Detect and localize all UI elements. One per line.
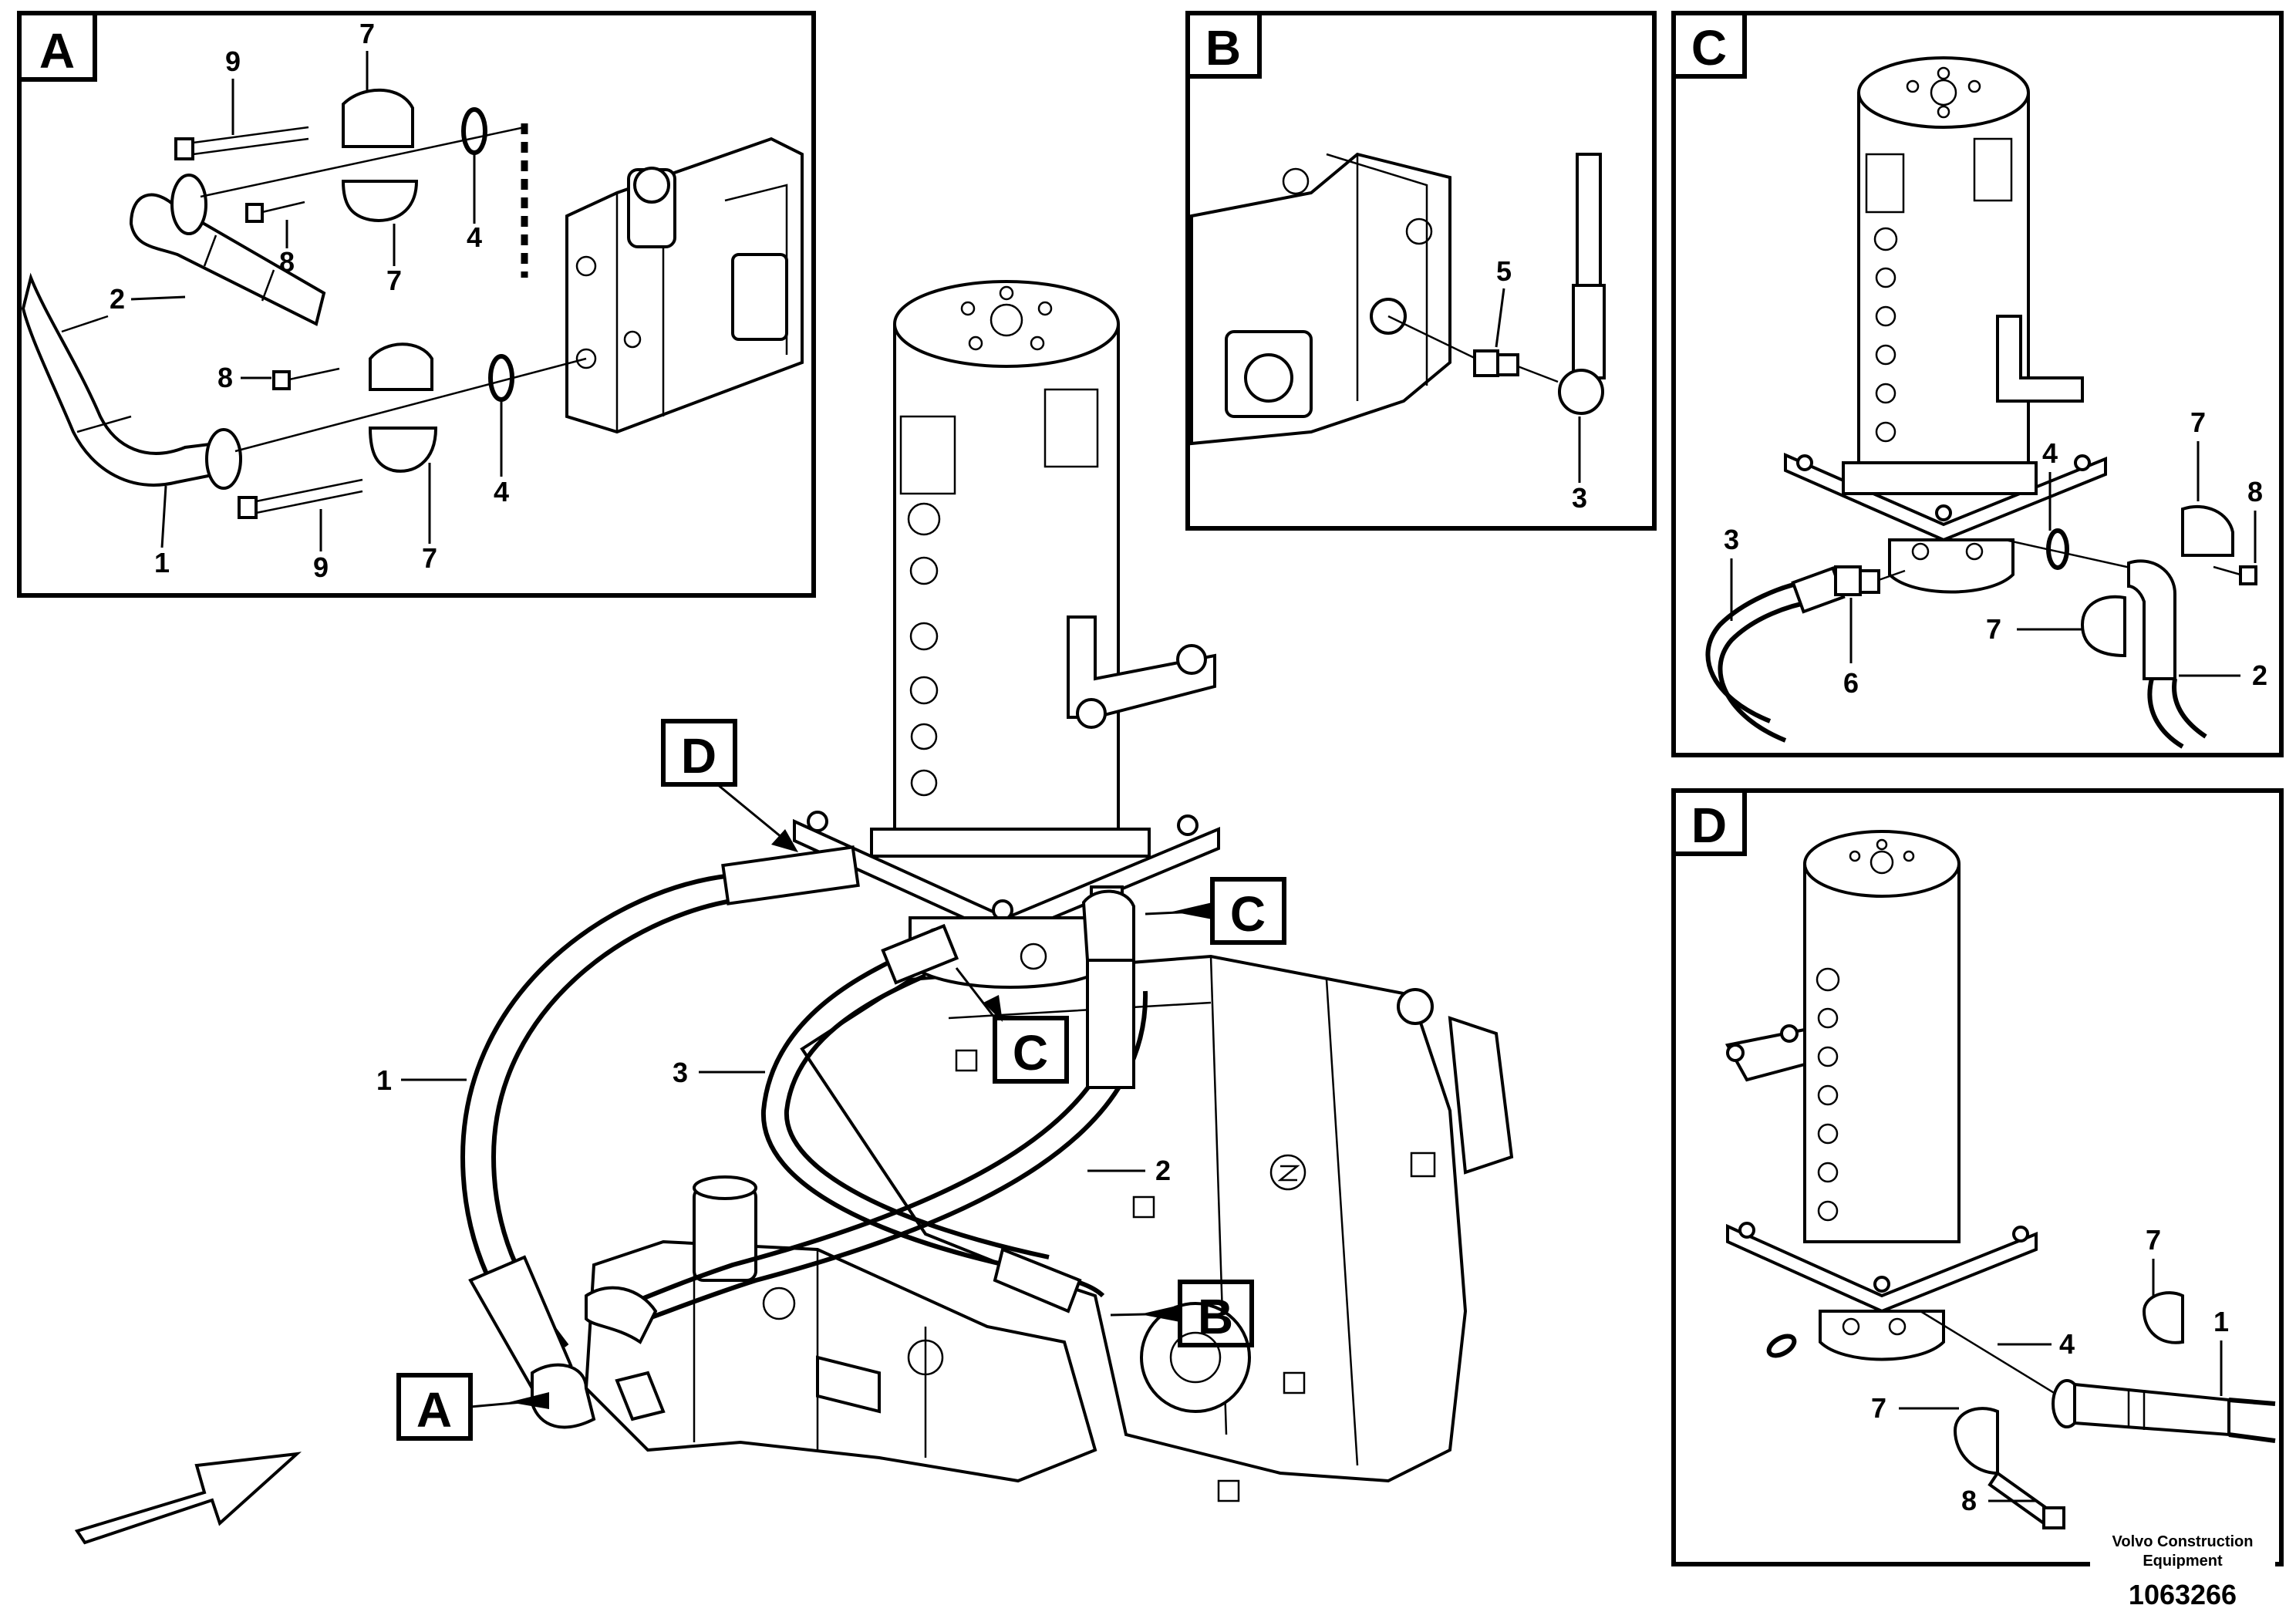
hose-3-end (1558, 153, 1606, 415)
hose-2-c (2127, 559, 2207, 749)
svg-text:D: D (681, 728, 716, 784)
label-a-7-mid: 7 (386, 265, 402, 296)
hose-2 (585, 889, 1148, 1344)
detail-panel-c: C (1671, 11, 2284, 757)
label-a-8-mid: 8 (279, 246, 295, 278)
panel-c-tag-box (1671, 11, 1747, 79)
bolt-8-lower (272, 370, 291, 390)
clamp-7-mid (341, 180, 419, 222)
callout-a: A (396, 1373, 549, 1441)
pump-b-illustration (1190, 152, 1451, 446)
label-c-2: 2 (2252, 659, 2267, 691)
clamp-7-d-right (2142, 1291, 2184, 1344)
label-c-8: 8 (2247, 476, 2263, 508)
panel-a-tag-box (17, 11, 97, 82)
clamp-7-lower (369, 342, 433, 391)
main-assembly: D C C B A 1 3 (376, 280, 1514, 1502)
o-ring-4-d (1766, 1334, 1797, 1358)
bolt-8-upper (245, 203, 264, 223)
label-a-1: 1 (154, 547, 170, 578)
svg-text:B: B (1198, 1289, 1233, 1344)
panel-c-tag: C (1691, 20, 1727, 76)
o-ring-4-upper (461, 107, 487, 155)
detail-panel-d: D (1671, 788, 2284, 1566)
o-ring-4-lower (488, 354, 514, 402)
detail-panel-a: A (17, 11, 816, 598)
detail-panel-b: B 5 3 (1185, 11, 1657, 531)
hose-1-d (2052, 1379, 2276, 1443)
label-d-1: 1 (2213, 1306, 2229, 1337)
callout-c-upper: C (1145, 877, 1286, 945)
publisher-line-2: Equipment (2143, 1553, 2223, 1570)
clamp-7-top (342, 88, 414, 148)
label-a-4-upper: 4 (467, 221, 482, 253)
svg-text:A: A (416, 1382, 452, 1438)
label-d-7-right: 7 (2146, 1224, 2161, 1256)
hose-3-c (1705, 566, 1846, 743)
label-a-8-lower: 8 (217, 362, 233, 393)
adapter-6 (1834, 565, 1880, 596)
clamp-7-c-left (2080, 595, 2126, 658)
svg-text:C: C (1013, 1025, 1048, 1081)
hose-3 (760, 923, 1105, 1313)
label-main-1: 1 (376, 1064, 392, 1096)
label-a-9-top: 9 (225, 46, 241, 77)
swivel-d-illustration (1725, 830, 2038, 1361)
bolt-9-upper (174, 126, 309, 160)
label-a-4-lower: 4 (494, 476, 509, 508)
label-a-9-bottom: 9 (313, 551, 329, 583)
clamp-7-c-right (2181, 504, 2234, 557)
label-main-2: 2 (1155, 1155, 1171, 1186)
panel-b-tag: B (1205, 20, 1241, 76)
label-a-7-top: 7 (359, 18, 375, 49)
panel-d-tag-box (1671, 788, 1747, 856)
label-b-5: 5 (1496, 255, 1512, 287)
hose-1 (460, 845, 860, 1429)
label-main-3: 3 (673, 1057, 688, 1088)
label-d-7-left: 7 (1871, 1392, 1886, 1424)
label-c-4: 4 (2042, 437, 2058, 469)
bolt-8-d (1988, 1471, 2065, 1529)
adapter-5 (1473, 349, 1519, 377)
clamp-7-d-left (1953, 1407, 1999, 1475)
swivel-c-illustration (1784, 56, 2107, 594)
label-c-3: 3 (1724, 524, 1739, 555)
label-c-6: 6 (1843, 667, 1859, 699)
label-d-4: 4 (2059, 1328, 2075, 1360)
callout-c-lower: C (955, 967, 1069, 1084)
panel-d-tag: D (1691, 798, 1727, 853)
panel-b-tag-box (1185, 11, 1262, 79)
label-a-7-bottom: 7 (422, 542, 437, 574)
pump-illustration (565, 137, 804, 434)
label-c-7-right: 7 (2190, 406, 2206, 438)
footer: Volvo Construction Equipment 1063266 (2090, 1523, 2275, 1610)
label-d-8: 8 (1961, 1485, 1977, 1516)
label-b-3: 3 (1572, 482, 1587, 514)
zf-logo (1269, 1154, 1306, 1191)
drawing-number: 1063266 (2129, 1579, 2237, 1610)
publisher-line-1: Volvo Construction (2112, 1533, 2254, 1550)
bolt-8-c (2239, 565, 2257, 585)
svg-text:C: C (1230, 886, 1266, 942)
label-a-2: 2 (110, 283, 125, 315)
callout-d: D (661, 719, 798, 852)
bolt-9-lower (238, 478, 363, 519)
panel-a-tag: A (39, 23, 75, 79)
clamp-7-bottom (368, 427, 438, 473)
front-direction-arrow (74, 1452, 302, 1545)
callout-b: B (1110, 1280, 1254, 1347)
label-c-7-left: 7 (1986, 613, 2001, 645)
